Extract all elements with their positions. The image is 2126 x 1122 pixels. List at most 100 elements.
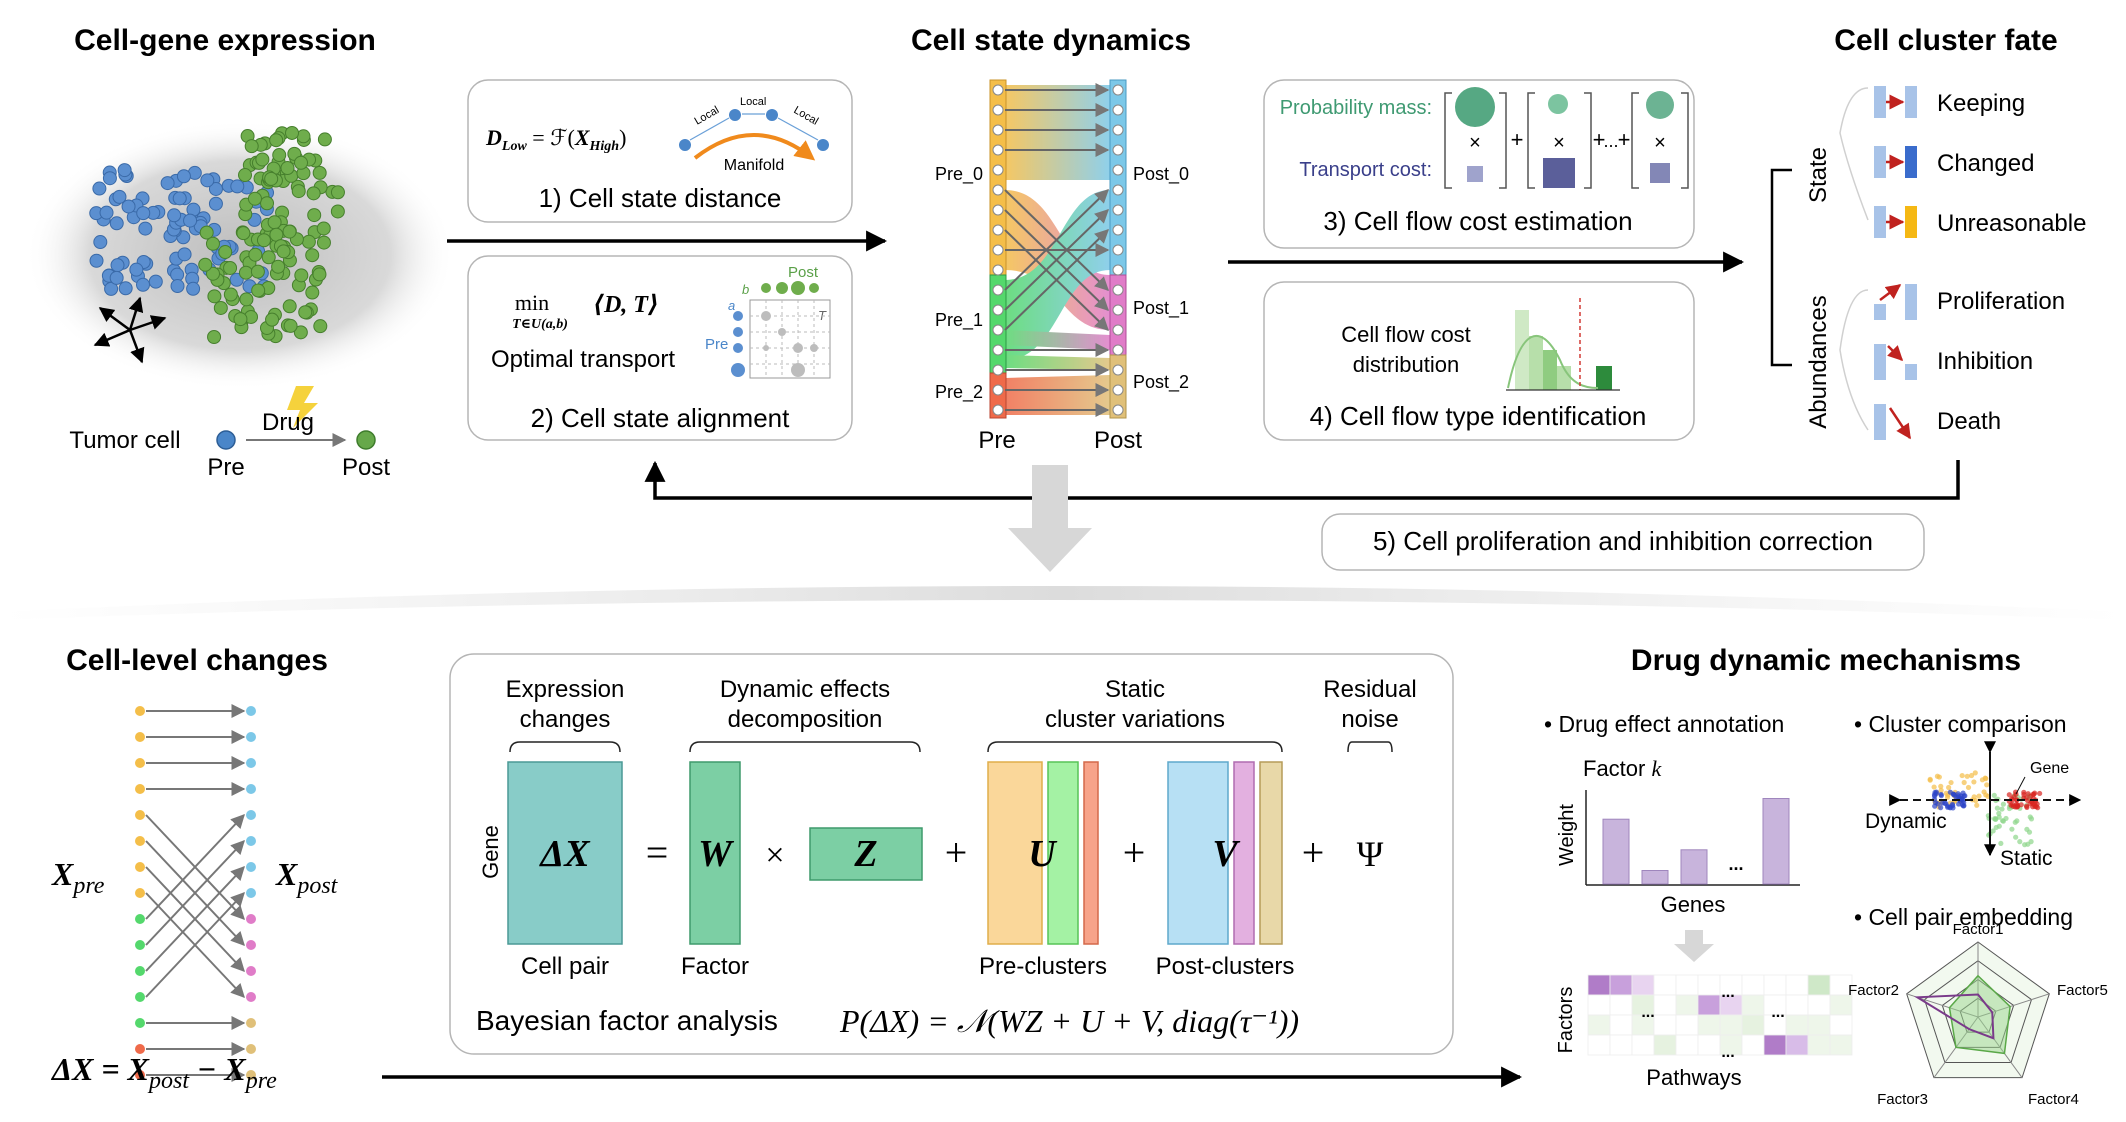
sankey-pre-dot — [992, 284, 1004, 296]
pre-cell-marker — [135, 966, 145, 976]
prob-mass-label: Probability mass: — [1280, 97, 1432, 119]
pre-cell-point — [167, 208, 182, 223]
static-var-line2: cluster variations — [1045, 706, 1225, 733]
radar-axis-label: Factor4 — [2028, 1091, 2079, 1108]
heatmap-cell — [1785, 994, 1809, 1016]
v-symbol: V — [1212, 833, 1240, 875]
post0-label: Post_0 — [1133, 164, 1189, 185]
comparison-gene-point — [1984, 782, 1990, 788]
radar-axis-label: Factor2 — [1848, 982, 1899, 999]
post-cell-point — [207, 330, 222, 345]
post-cell-marker — [246, 784, 256, 794]
section-divider — [0, 586, 2126, 620]
post-cell-point — [256, 233, 271, 248]
ot-plan-entry — [778, 328, 786, 336]
comparison-gene-point — [2028, 816, 2035, 822]
post-cell-marker — [246, 888, 256, 898]
post-cell-point — [239, 292, 254, 307]
cost-matrix-terms — [1444, 92, 1689, 189]
keeping-icon — [1874, 86, 1917, 118]
pre-cell-marker — [135, 1070, 145, 1080]
comparison-gene-point — [1927, 777, 1933, 783]
sankey-post-dot — [1112, 164, 1124, 176]
mass-circle-medium — [1646, 91, 1674, 119]
post-cell-point — [312, 267, 327, 282]
heatmap-cell — [1587, 1034, 1611, 1056]
pre-cell-point — [138, 221, 153, 236]
post-cell-point — [291, 184, 306, 199]
post-cell-point — [298, 305, 313, 320]
sankey-post-dot — [1112, 344, 1124, 356]
residual-line2: noise — [1341, 706, 1398, 733]
comparison-gene-point — [1938, 783, 1944, 789]
u-matrix-pre0 — [987, 761, 1043, 945]
bars-ellipsis: ... — [1728, 854, 1743, 874]
post-cell-point — [198, 257, 213, 272]
weight-bar — [1641, 870, 1669, 885]
svg-text:+: + — [1593, 127, 1606, 152]
transport-plan-mini: Post Pre a b T — [705, 264, 831, 379]
post1-label: Post_1 — [1133, 298, 1189, 319]
heatmap-cell — [1829, 1034, 1853, 1056]
equals-sign: = — [646, 830, 669, 875]
sankey-pre-dot — [992, 144, 1004, 156]
step3-label: 3) Cell flow cost estimation — [1323, 206, 1632, 236]
heatmap-cell — [1653, 1014, 1677, 1036]
sankey-post-dot — [1112, 124, 1124, 136]
flow-pre0-post0 — [1005, 85, 1110, 180]
comparison-gene-point — [1938, 787, 1944, 793]
heatmap-cell — [1697, 974, 1721, 996]
bfa-label: Bayesian factor analysis — [476, 1005, 778, 1036]
comparison-gene-point — [2033, 803, 2039, 810]
heatmap-cell — [1675, 1014, 1699, 1036]
step4-label: 4) Cell flow type identification — [1310, 401, 1647, 431]
heatmap-cell — [1785, 1034, 1809, 1056]
comparison-gene-point — [1931, 784, 1937, 790]
heatmap-ellipsis: ... — [1771, 1004, 1784, 1021]
comparison-gene-point — [1999, 818, 2006, 824]
heatmap-cell — [1631, 1034, 1655, 1056]
post-cell-point — [293, 325, 308, 340]
ot-pre-mass — [733, 327, 743, 337]
post-cell-marker — [246, 1044, 256, 1054]
pre-cell-marker — [135, 784, 145, 794]
ot-pre-mass — [731, 363, 745, 377]
svg-text:+: + — [1618, 127, 1631, 152]
ot-post-mass — [791, 281, 805, 295]
delta-x-symbol: ΔX — [538, 833, 591, 875]
changed-icon — [1874, 146, 1917, 178]
comparison-gene-point — [2017, 839, 2023, 845]
pre-cell-marker — [135, 836, 145, 846]
weight-bars — [1602, 798, 1790, 885]
comparison-gene-point — [1959, 772, 1965, 779]
sankey-post-dot — [1112, 324, 1124, 336]
ot-post-mass — [761, 283, 771, 293]
plus-sign-2: + — [1123, 830, 1146, 875]
sankey-post-dot — [1112, 104, 1124, 116]
comparison-gene-point — [1956, 801, 1962, 807]
sankey-cell-arrows — [1004, 83, 1110, 417]
comparison-gene-point — [2024, 804, 2030, 810]
heatmap-cell — [1719, 1014, 1743, 1036]
comparison-gene-point — [1972, 770, 1978, 776]
heatmap-cell — [1609, 1034, 1633, 1056]
pre-cell-point — [93, 235, 108, 250]
plus-sign-3: + — [1302, 830, 1325, 875]
comparison-gene-point — [1938, 805, 1944, 811]
pre-cell-point — [230, 179, 245, 194]
comparison-gene-point — [1946, 784, 1952, 791]
post-cell-point — [296, 129, 311, 144]
pre-cell-point — [170, 279, 185, 294]
post-cell-point — [283, 318, 298, 333]
post-cell-point — [236, 226, 251, 241]
cost-square-small — [1467, 166, 1483, 182]
heatmap-cell — [1807, 974, 1831, 996]
pre-cell-point — [102, 171, 117, 186]
heatmap-ellipsis: ... — [1721, 984, 1734, 1001]
comparison-gene-point — [1936, 774, 1942, 780]
pre-cell-marker — [135, 992, 145, 1002]
post-cell-point — [251, 283, 266, 298]
step2-label: 2) Cell state alignment — [531, 403, 790, 433]
comparison-gene-point — [2000, 801, 2007, 807]
sankey-pre-label: Pre — [978, 427, 1015, 454]
